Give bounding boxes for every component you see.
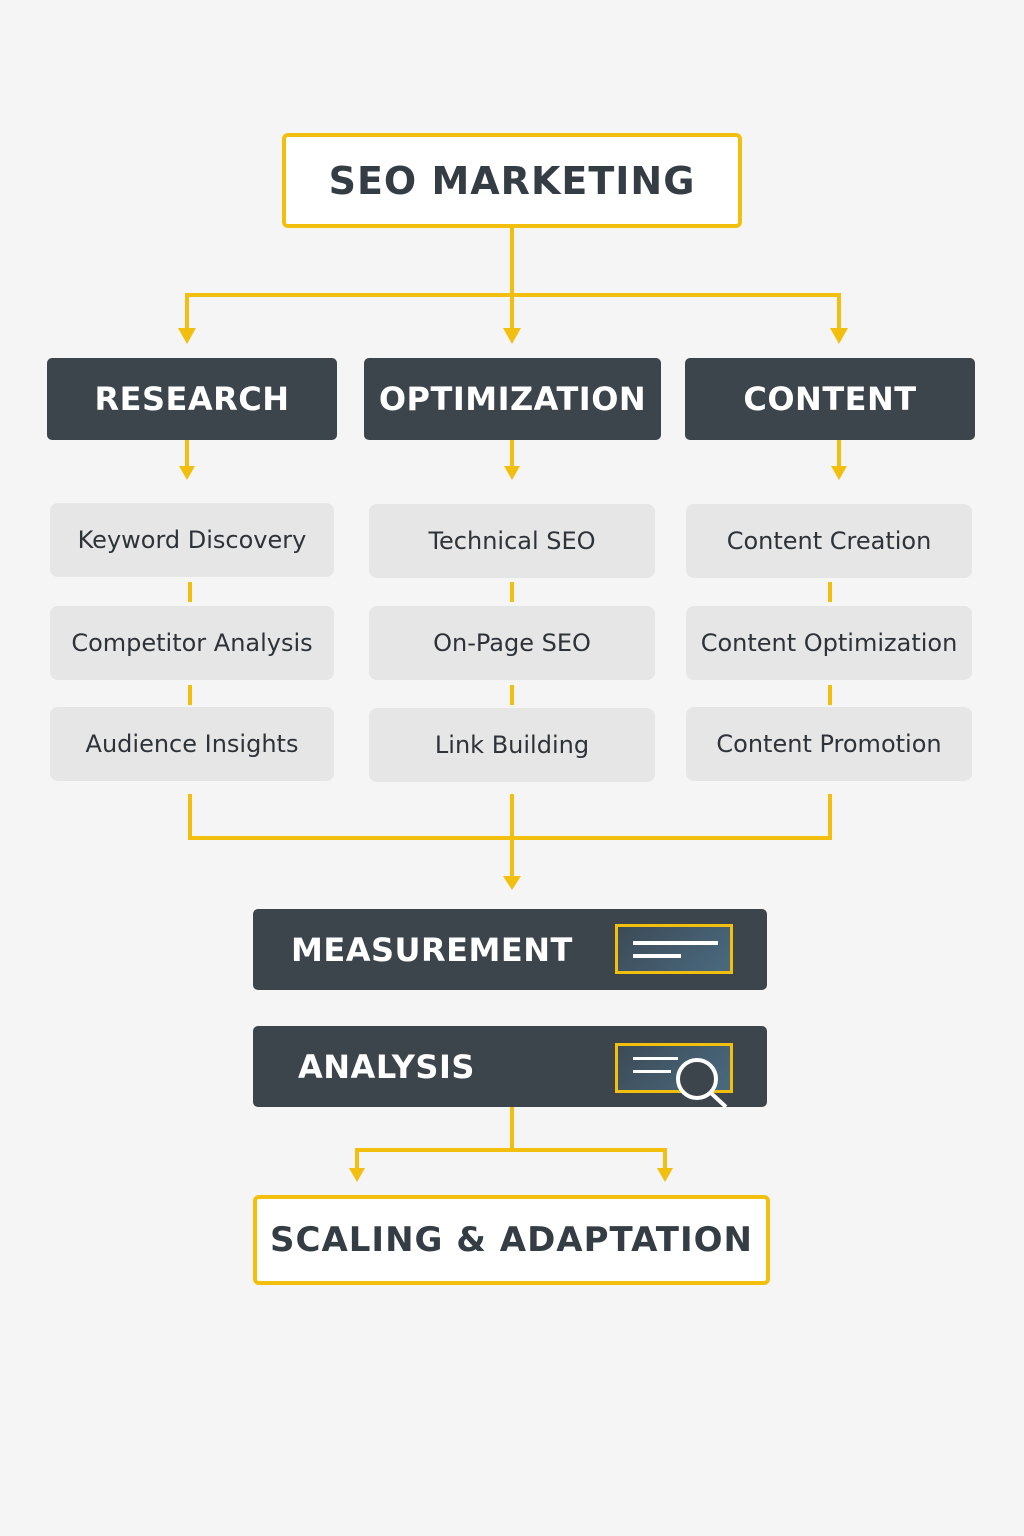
item-content-optimization: Content Optimization <box>686 606 972 680</box>
measurement-label: MEASUREMENT <box>291 930 573 969</box>
item-link-building: Link Building <box>369 708 655 782</box>
analysis-label: ANALYSIS <box>298 1047 475 1086</box>
item-on-page-seo: On-Page SEO <box>369 606 655 680</box>
heading-research: RESEARCH <box>47 358 337 440</box>
item-competitor-analysis: Competitor Analysis <box>50 606 334 680</box>
magnifier-icon <box>676 1058 728 1109</box>
item-content-promotion: Content Promotion <box>686 707 972 781</box>
title-box: SEO MARKETING <box>282 133 742 228</box>
item-audience-insights: Audience Insights <box>50 707 334 781</box>
item-content-creation: Content Creation <box>686 504 972 578</box>
heading-optimization: OPTIMIZATION <box>364 358 661 440</box>
item-keyword-discovery: Keyword Discovery <box>50 503 334 577</box>
scaling-adaptation-box: SCALING & ADAPTATION <box>253 1195 770 1285</box>
heading-content: CONTENT <box>685 358 975 440</box>
item-technical-seo: Technical SEO <box>369 504 655 578</box>
document-icon <box>615 924 733 974</box>
